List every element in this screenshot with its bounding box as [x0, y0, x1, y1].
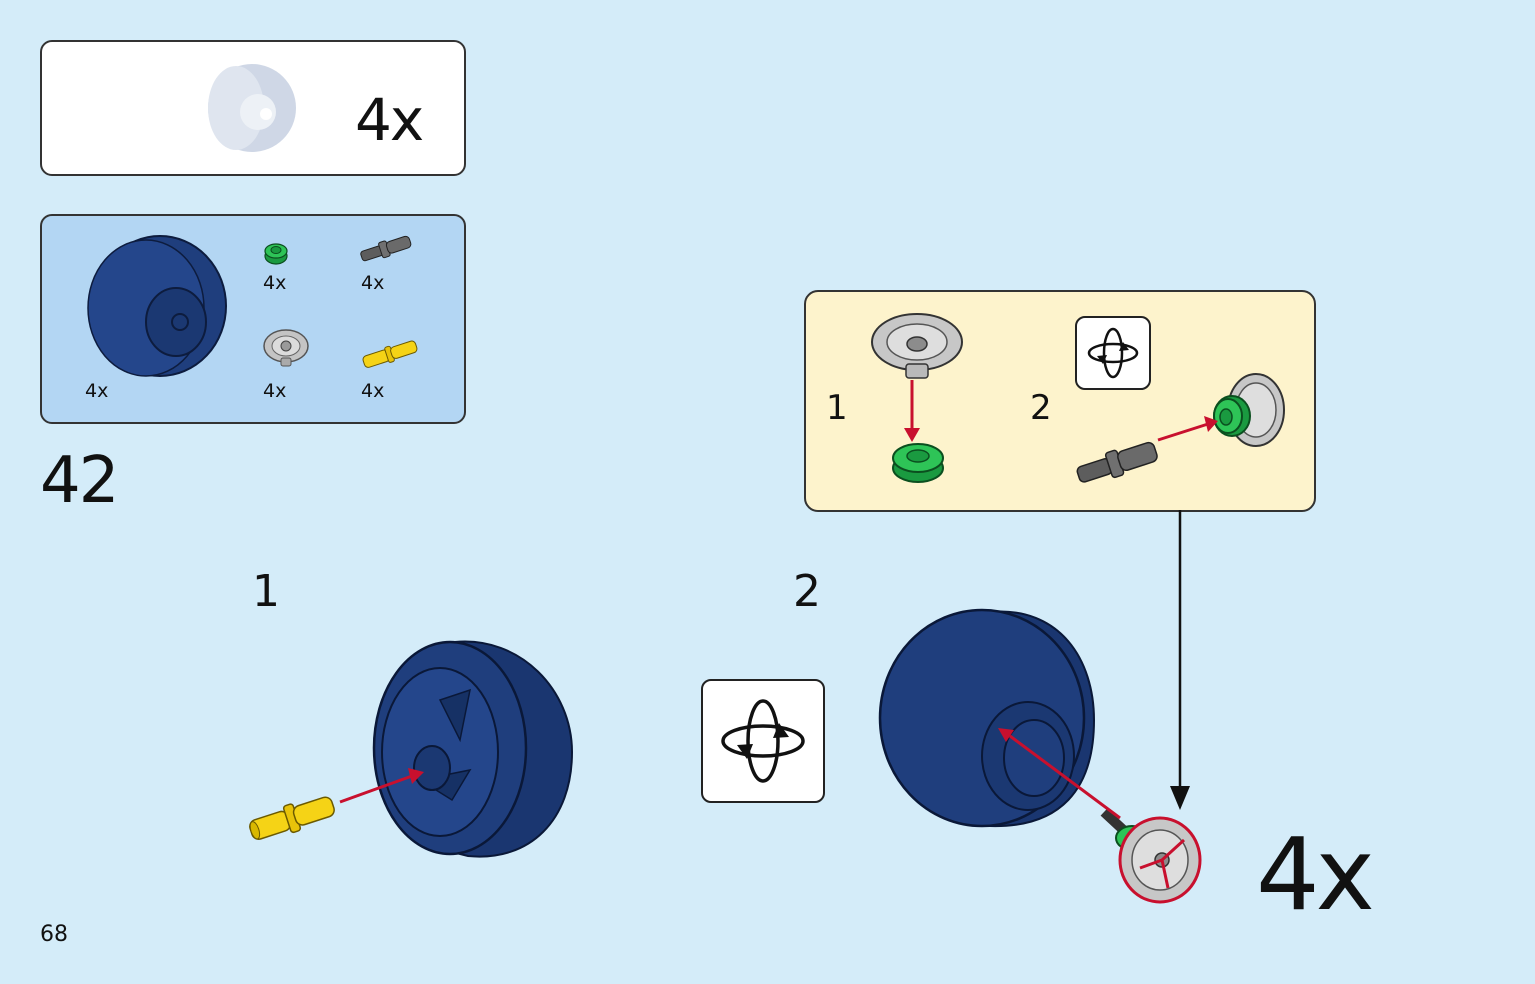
- grey-axle-pin-icon: [360, 235, 412, 262]
- tire-qty: 4x: [85, 380, 109, 402]
- green-plate-part-icon: [892, 443, 944, 483]
- tire-main-2-icon: [878, 608, 1096, 828]
- tire-wheel-icon: [87, 235, 227, 377]
- repeat-multiplier: 4x: [1256, 816, 1375, 933]
- step-number: 42: [40, 444, 119, 518]
- yellow-pin-main-icon: [249, 796, 335, 840]
- subassembly-step-2: 2: [1030, 388, 1052, 428]
- substep-1-number: 1: [252, 566, 280, 617]
- yellow-pin-icon: [362, 340, 418, 368]
- axle-pin-qty: 4x: [361, 272, 385, 294]
- hubcap-qty: 4x: [263, 380, 287, 402]
- green-plate-qty: 4x: [263, 272, 287, 294]
- yellow-pin-qty: 4x: [361, 380, 385, 402]
- hub-assembly-main-icon: [1100, 808, 1202, 904]
- page-number: 68: [40, 922, 68, 947]
- rotate-model-icon: [1075, 316, 1151, 390]
- substep-2-number: 2: [793, 566, 821, 617]
- green-round-plate-icon: [264, 243, 288, 265]
- hubcap-part-icon: [871, 313, 963, 379]
- hub-assembly-part-icon: [1213, 373, 1285, 447]
- grey-hubcap-icon: [263, 329, 309, 367]
- axle-pin-part-icon: [1076, 441, 1158, 483]
- subassembly-step-1: 1: [826, 388, 848, 428]
- finished-part-multiplier: 4x: [355, 86, 424, 154]
- rotate-model-icon-main: [701, 679, 825, 803]
- tire-main-icon: [372, 640, 574, 858]
